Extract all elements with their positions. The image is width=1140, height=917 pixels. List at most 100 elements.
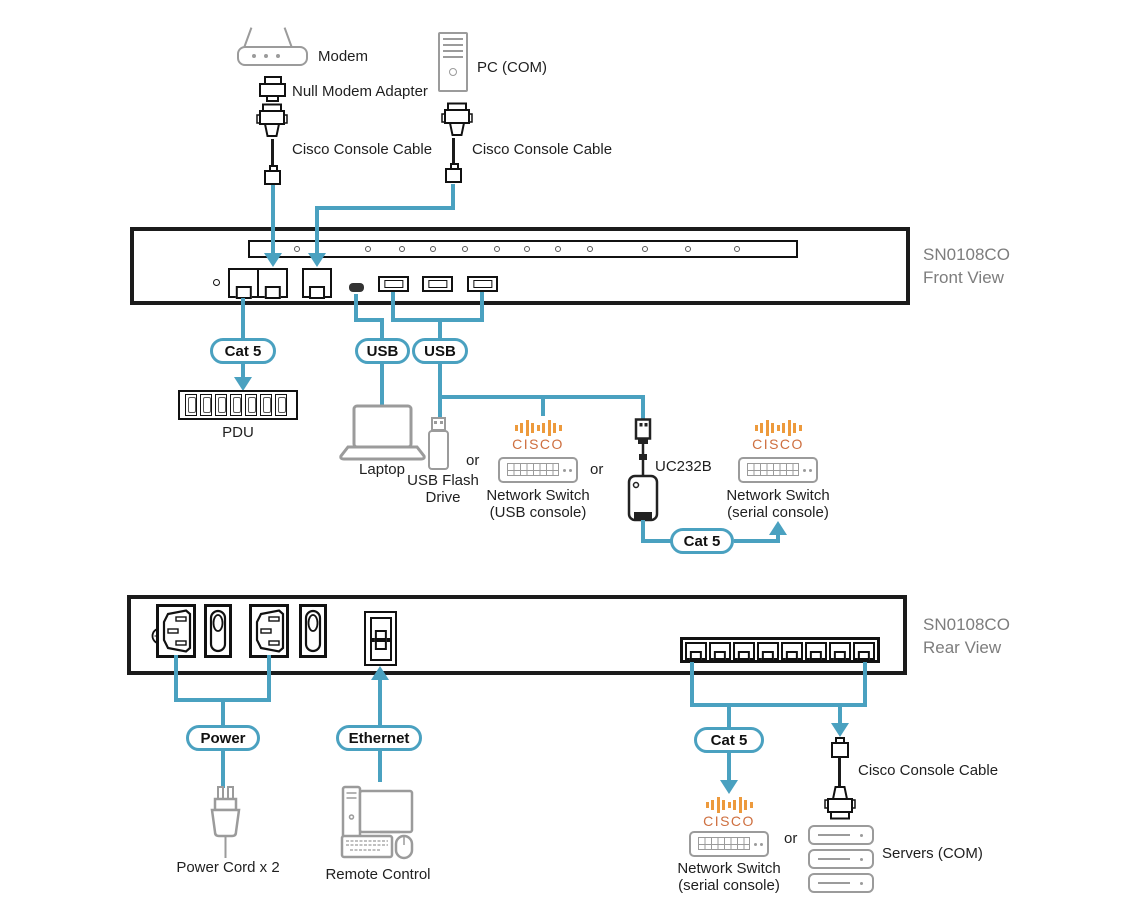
strip-hole [399, 246, 405, 252]
connection-line [641, 399, 645, 419]
connection-line [727, 753, 731, 781]
power-switch-icon [299, 604, 327, 658]
serial-port-group [680, 637, 880, 663]
pc-label: PC (COM) [477, 59, 547, 76]
uc232b-adapter-icon [627, 418, 659, 522]
connection-line [480, 292, 484, 322]
pc-vent [443, 44, 463, 46]
cisco-logo-text: CISCO [512, 436, 564, 452]
modem-light [252, 54, 256, 58]
cisco-cable-label-2: Cisco Console Cable [472, 141, 613, 158]
switch-leds [754, 843, 757, 846]
rj45-serial-port [733, 642, 755, 660]
cisco-cable-rear-label: Cisco Console Cable [858, 762, 999, 779]
server-icon [808, 849, 874, 869]
remote-control-pc-icon [340, 785, 414, 860]
usb-tag-text: USB [424, 342, 456, 360]
connection-line [438, 318, 442, 338]
uc232b-label: UC232B [655, 458, 712, 475]
switch-serial-label-line2: (serial console) [678, 877, 780, 894]
arrowhead [234, 377, 252, 391]
strip-hole [462, 246, 468, 252]
connection-line [380, 364, 384, 405]
or-label-2: or [590, 461, 604, 478]
cisco-cable-label-1: Cisco Console Cable [292, 141, 433, 158]
rear-view-title: SN0108CO Rear View [923, 613, 1010, 659]
connection-line [221, 698, 225, 726]
usb-tag-1: USB [355, 338, 410, 364]
connection-line [271, 185, 275, 253]
rj45-port-console [302, 268, 332, 298]
usb-a-port-2 [422, 276, 453, 292]
switch-leds [803, 469, 806, 472]
null-modem-adapter-icon [266, 95, 279, 102]
front-title-view: Front View [923, 268, 1004, 287]
usb-flash-drive-icon [428, 430, 449, 470]
switch-serial-label-line1: Network Switch [677, 860, 781, 877]
cable [452, 138, 455, 165]
connection-line [354, 318, 384, 322]
connection-line [354, 294, 358, 322]
usb-a-port-1 [378, 276, 409, 292]
usb-flash-drive-icon [431, 417, 446, 431]
strip-hole [685, 246, 691, 252]
arrowhead [769, 521, 787, 535]
pdu-outlet [185, 394, 197, 416]
power-inlet-icon [156, 604, 196, 658]
modem-icon [237, 46, 308, 66]
arrowhead [371, 666, 389, 680]
rj45-port-modem [228, 268, 259, 298]
pc-vent [443, 38, 463, 40]
connection-line [174, 655, 178, 702]
pdu-label: PDU [222, 424, 254, 441]
power-cord-label: Power Cord x 2 [176, 859, 280, 876]
pdu-outlet [275, 394, 287, 416]
pdu-icon [178, 390, 298, 420]
connection-line [221, 751, 225, 788]
switch-usb-label: Network Switch (USB console) [478, 487, 598, 521]
rj45-serial-port [757, 642, 779, 660]
arrowhead [308, 253, 326, 267]
or-label-1: or [466, 452, 480, 469]
network-switch-icon [689, 831, 769, 857]
modem-light [264, 54, 268, 58]
connection-line [391, 318, 484, 322]
connection-line [438, 395, 645, 399]
or-label-3: or [784, 830, 798, 847]
cat5-tag-text: Cat 5 [683, 532, 721, 550]
connection-line [863, 662, 867, 707]
pdu-outlet [245, 394, 257, 416]
laptop-icon [339, 404, 426, 461]
modem-antenna-left [243, 27, 253, 47]
rj45-serial-port [829, 642, 851, 660]
strip-hole [587, 246, 593, 252]
front-led [213, 279, 220, 286]
pc-vent [443, 50, 463, 52]
rj45-serial-port [805, 642, 827, 660]
ethernet-jack-top [370, 617, 392, 640]
power-tag: Power [186, 725, 260, 751]
switch-ports [507, 463, 559, 476]
connection-line [776, 533, 780, 543]
connection-line [315, 206, 319, 253]
cat5-tag-text: Cat 5 [224, 342, 262, 360]
ethernet-tag-text: Ethernet [348, 729, 410, 747]
usb-a-port-3 [467, 276, 498, 292]
connection-line [838, 703, 842, 724]
cat5-tag-rear: Cat 5 [694, 727, 764, 753]
connection-line [267, 655, 271, 702]
rear-title-model: SN0108CO [923, 615, 1010, 634]
usb-flash-label-line1: USB Flash [407, 472, 479, 489]
cisco-logo-text: CISCO [703, 813, 755, 829]
connection-line [378, 679, 382, 725]
strip-hole [734, 246, 740, 252]
connection-line [641, 539, 673, 543]
ethernet-jack-bottom [370, 640, 392, 661]
rj45-port-pc [257, 268, 288, 298]
null-modem-label: Null Modem Adapter [292, 83, 428, 100]
cable [838, 757, 841, 786]
modem-label: Modem [318, 48, 369, 65]
laptop-label: Laptop [359, 461, 405, 478]
connection-line [690, 662, 694, 707]
connection-line [734, 539, 780, 543]
